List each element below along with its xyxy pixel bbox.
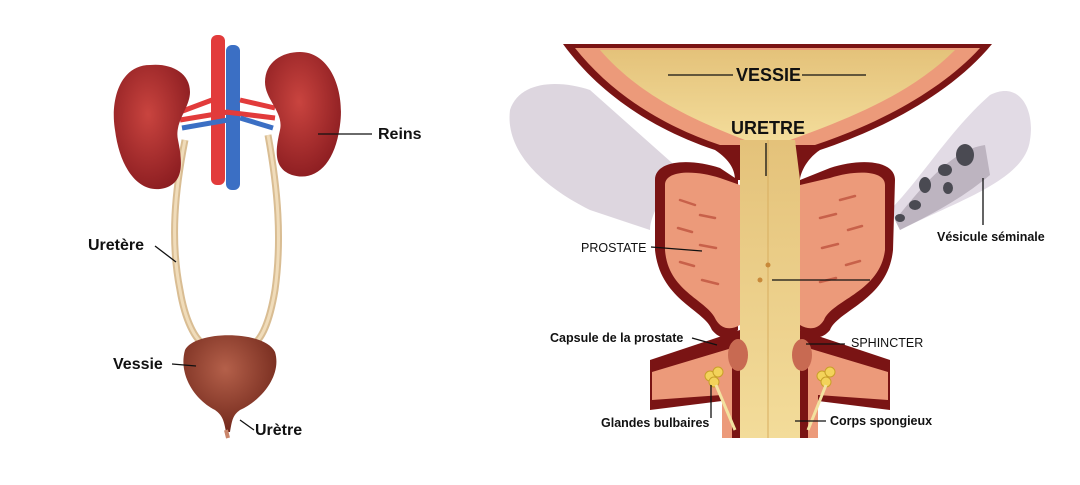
urethra-lumen (740, 140, 800, 438)
label-vessie: VESSIE (736, 65, 802, 85)
sphincter-right (792, 339, 812, 371)
label-uretre: URETRE (731, 118, 806, 138)
bulbourethral-glands (704, 366, 836, 388)
label-urethra: Urètre (255, 422, 303, 439)
vena-cava (226, 45, 240, 190)
right-prostate-section (509, 44, 1031, 438)
seminal-vesicle-left (509, 84, 680, 230)
kidney-left (113, 64, 190, 190)
sphincter-left (728, 339, 748, 371)
label-kidneys: Reins (378, 126, 422, 143)
left-urinary-system (113, 35, 372, 439)
label-seminal-vesicle: Vésicule séminale (937, 230, 1045, 244)
bladder-lumen (600, 50, 955, 140)
label-bulbourethral-glands: Glandes bulbaires (601, 416, 710, 430)
label-prostate: PROSTATE (581, 241, 647, 255)
label-prostate-capsule: Capsule de la prostate (550, 331, 684, 345)
label-sphincter: SPHINCTER (851, 336, 924, 350)
aorta (211, 35, 225, 185)
label-bladder: Vessie (113, 356, 163, 373)
prostate (665, 172, 885, 329)
kidney-right (265, 52, 341, 177)
label-ureter: Uretère (88, 237, 145, 254)
label-corpus-spongiosum: Corps spongieux (830, 414, 933, 428)
bladder (183, 335, 277, 432)
